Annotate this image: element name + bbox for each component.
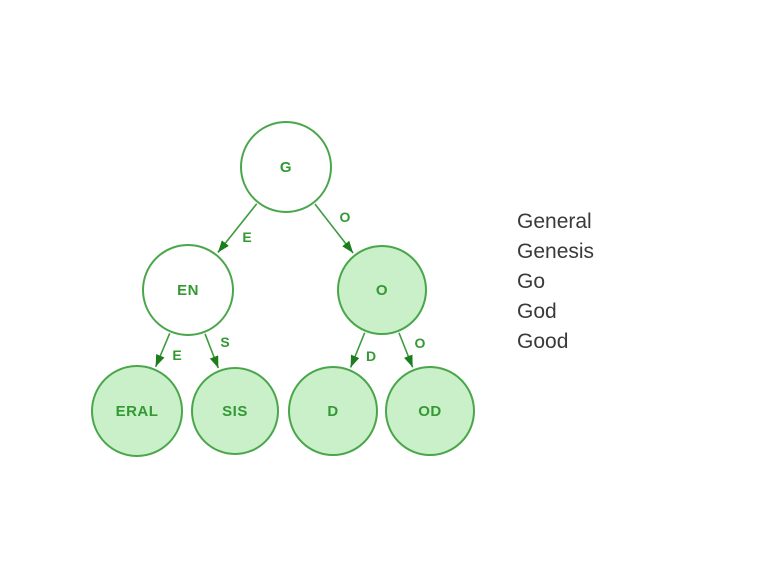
word-item-good: Good [517, 330, 569, 353]
trie-node-d: D [288, 366, 378, 456]
node-label-sis: SIS [222, 402, 248, 420]
edge-label-o-od: O [414, 335, 426, 351]
tree-edge-en-sis [204, 333, 220, 369]
tree-edge-o-od [398, 332, 414, 368]
trie-node-en: EN [142, 244, 234, 336]
edge-label-o-d: D [365, 348, 377, 364]
trie-node-sis: SIS [191, 367, 279, 455]
word-item-general: General [517, 210, 592, 233]
tree-edge-en-eral [154, 332, 171, 368]
node-label-d: D [327, 402, 339, 420]
node-label-en: EN [177, 281, 199, 299]
node-label-od: OD [418, 402, 442, 420]
edge-label-g-en: E [242, 229, 252, 245]
trie-node-eral: ERAL [91, 365, 183, 457]
trie-node-od: OD [385, 366, 475, 456]
node-label-eral: ERAL [115, 402, 159, 420]
word-list: General Genesis Go God Good [517, 207, 594, 357]
edge-label-en-eral: E [172, 347, 182, 363]
word-item-genesis: Genesis [517, 240, 595, 263]
node-label-g: G [279, 158, 293, 176]
edge-label-en-sis: S [220, 334, 230, 350]
edge-label-g-o: O [339, 209, 351, 225]
trie-node-o: O [337, 245, 427, 335]
node-label-o: O [375, 281, 389, 299]
trie-node-g: G [240, 121, 332, 213]
word-item-go: Go [517, 270, 546, 293]
tree-edge-o-d [349, 332, 366, 368]
word-item-god: God [517, 300, 557, 323]
